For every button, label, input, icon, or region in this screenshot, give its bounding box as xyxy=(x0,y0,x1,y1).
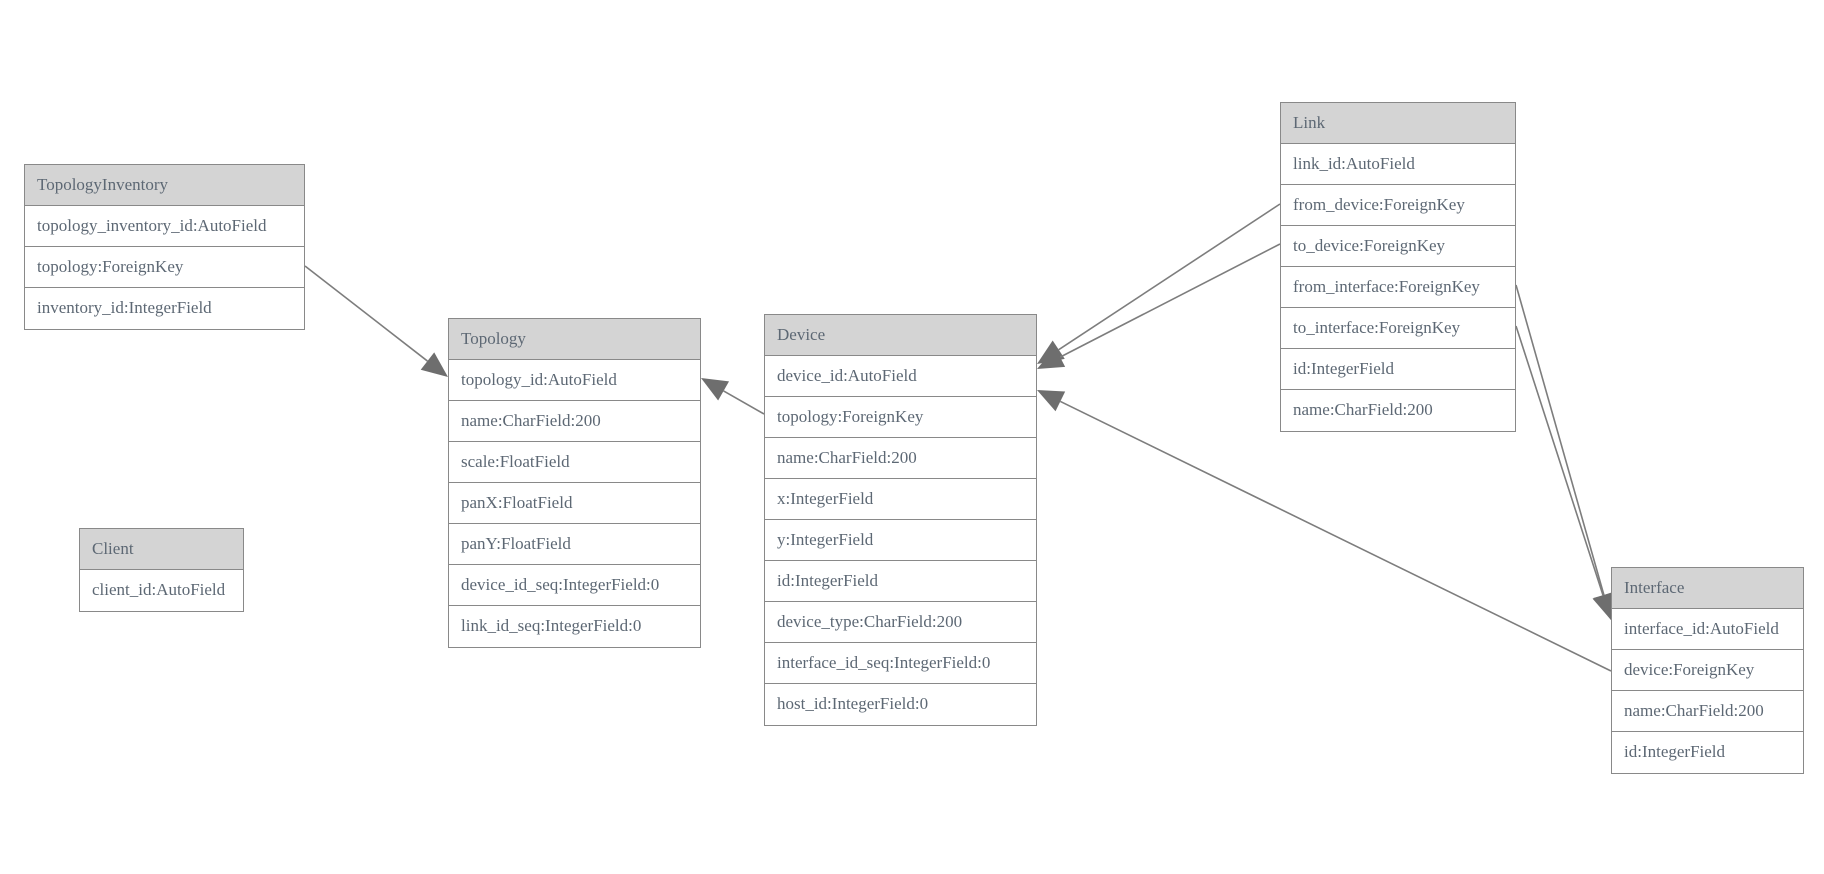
field-row: name:CharField:200 xyxy=(449,401,700,442)
entity-fields-client: client_id:AutoField xyxy=(80,570,243,611)
relationship-arrowhead-icon xyxy=(701,378,730,401)
entity-title-link: Link xyxy=(1281,103,1515,144)
field-row: from_interface:ForeignKey xyxy=(1281,267,1515,308)
relationship-line xyxy=(1060,400,1612,672)
field-row: interface_id_seq:IntegerField:0 xyxy=(765,643,1036,684)
field-row: id:IntegerField xyxy=(1281,349,1515,390)
relationship-arrowhead-icon xyxy=(1037,347,1066,369)
field-row: topology:ForeignKey xyxy=(765,397,1036,438)
field-row: topology:ForeignKey xyxy=(25,247,304,288)
relationship-line xyxy=(1515,325,1604,596)
field-row: to_device:ForeignKey xyxy=(1281,226,1515,267)
field-row: id:IntegerField xyxy=(1612,732,1803,773)
field-row: to_interface:ForeignKey xyxy=(1281,308,1515,349)
relationship-rel-link-from-interface xyxy=(1515,284,1615,620)
relationship-line xyxy=(304,265,428,362)
relationship-rel-topologyinventory-topology xyxy=(304,265,448,377)
field-row: name:CharField:200 xyxy=(1281,390,1515,431)
relationship-arrowhead-icon xyxy=(1037,390,1066,412)
relationship-arrowhead-icon xyxy=(420,352,448,377)
relationship-rel-link-to-device xyxy=(1037,243,1281,369)
relationship-rel-link-from-device xyxy=(1037,203,1281,364)
field-row: scale:FloatField xyxy=(449,442,700,483)
field-row: panX:FloatField xyxy=(449,483,700,524)
field-row: name:CharField:200 xyxy=(765,438,1036,479)
field-row: device:ForeignKey xyxy=(1612,650,1803,691)
relationship-rel-link-to-interface xyxy=(1515,325,1614,620)
entity-title-device: Device xyxy=(765,315,1036,356)
relationship-line xyxy=(723,390,765,415)
field-row: client_id:AutoField xyxy=(80,570,243,611)
relationship-rel-device-topology xyxy=(701,378,765,415)
field-row: device_id:AutoField xyxy=(765,356,1036,397)
entity-title-client: Client xyxy=(80,529,243,570)
field-row: id:IntegerField xyxy=(765,561,1036,602)
field-row: link_id:AutoField xyxy=(1281,144,1515,185)
field-row: from_device:ForeignKey xyxy=(1281,185,1515,226)
field-row: x:IntegerField xyxy=(765,479,1036,520)
relationship-rel-interface-device xyxy=(1037,390,1612,672)
field-row: panY:FloatField xyxy=(449,524,700,565)
field-row: name:CharField:200 xyxy=(1612,691,1803,732)
entity-title-topology-inventory: TopologyInventory xyxy=(25,165,304,206)
field-row: topology_inventory_id:AutoField xyxy=(25,206,304,247)
field-row: interface_id:AutoField xyxy=(1612,609,1803,650)
field-row: device_type:CharField:200 xyxy=(765,602,1036,643)
entity-title-interface: Interface xyxy=(1612,568,1803,609)
entity-title-topology: Topology xyxy=(449,319,700,360)
field-row: host_id:IntegerField:0 xyxy=(765,684,1036,725)
relationship-arrowhead-icon xyxy=(1037,340,1065,364)
relationship-line xyxy=(1059,243,1281,358)
relationship-line xyxy=(1515,284,1605,596)
field-row: topology_id:AutoField xyxy=(449,360,700,401)
field-row: link_id_seq:IntegerField:0 xyxy=(449,606,700,647)
relationship-line xyxy=(1058,203,1281,351)
field-row: device_id_seq:IntegerField:0 xyxy=(449,565,700,606)
field-row: inventory_id:IntegerField xyxy=(25,288,304,329)
field-row: y:IntegerField xyxy=(765,520,1036,561)
